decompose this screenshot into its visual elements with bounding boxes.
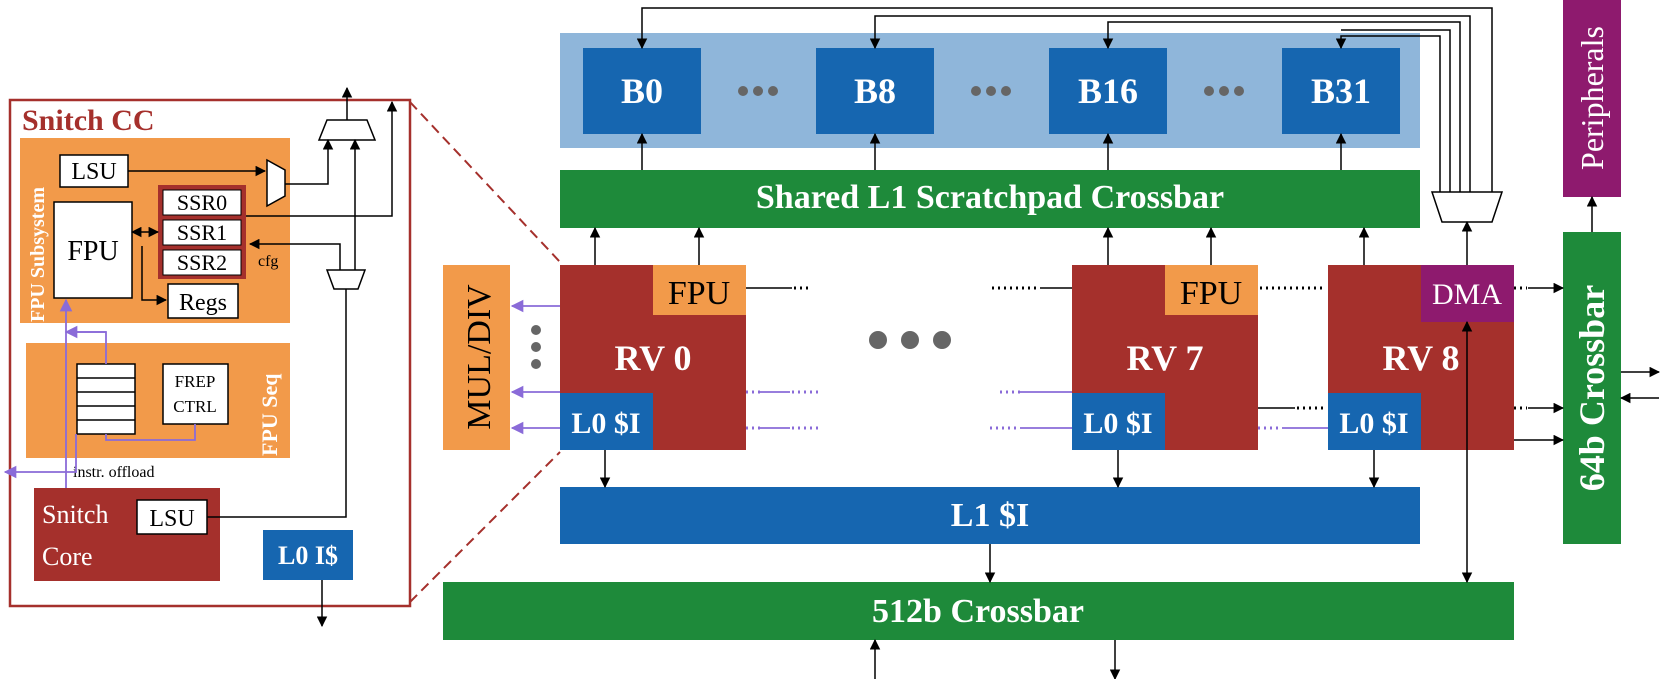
core-rv8-cache [1328,393,1421,450]
bank-b31-label: B31 [1311,71,1371,111]
frep-line2: CTRL [173,397,216,416]
core-lsu-label: LSU [149,506,194,532]
muldiv-links [510,299,1328,435]
muldiv-box [443,265,510,450]
muldiv-label: MUL/DIV [461,284,498,430]
snitch-core-line1: Snitch [42,500,108,529]
ssr2-label: SSR2 [177,250,227,275]
bank-b8 [816,48,934,134]
bank-b16-label: B16 [1078,71,1138,111]
dotted-links [794,286,1527,410]
snitch-cc-title: Snitch CC [22,104,155,137]
core-rv8-dma [1421,265,1514,322]
zoom-line-top [409,101,561,263]
peripherals-label: Peripherals [1574,26,1610,170]
core-rv7-cache-label: L0 $I [1083,407,1152,440]
ssr1-label: SSR1 [177,220,227,245]
cfg-label: cfg [258,253,278,270]
fpu-label: FPU [67,236,118,267]
ssr0-box [162,189,242,216]
core-rv7-fpu-label: FPU [1180,275,1242,312]
cluster-wires [589,7,1661,679]
cluster: B0 B8 B16 B31 Shared L1 Scratchpad Cross… [443,0,1661,679]
snitch-core-line2: Core [42,542,93,571]
regs-label: Regs [179,290,227,316]
instr-fifo [76,363,136,435]
peripherals-box [1563,0,1621,197]
bank-ellipses [738,86,1244,96]
xbar-512 [443,582,1514,640]
l1-icache [560,487,1420,544]
ssr0-label: SSR0 [177,190,227,215]
bank-b16 [1049,48,1167,134]
xbar-512-label: 512b Crossbar [872,593,1084,630]
lsu-mux [266,158,286,208]
l0-icache-box [263,530,353,580]
core-rv0-fpu [653,265,746,315]
l1-icache-label: L1 $I [951,497,1029,534]
muldiv-ellipsis [531,325,541,369]
bank-b31 [1282,48,1400,134]
core-rv7-cache [1072,393,1165,450]
core-rv0-cache-label: L0 $I [571,407,640,440]
snitch-wires [128,86,398,628]
fpu-seq-box [26,343,290,458]
ssr2-box [162,249,242,276]
core-rv0-label: RV 0 [614,338,691,378]
bank-b0-label: B0 [621,71,663,111]
ssr1-box [162,219,242,246]
top-mux [317,119,377,141]
bank-b8-label: B8 [854,71,896,111]
fpu-lsu-label: LSU [71,159,116,185]
xbar-64 [1563,232,1621,544]
fpu-subsystem-label: FPU Subsystem [27,187,49,322]
frep-line1: FREP [175,372,216,391]
l0-icache-label: L0 I$ [278,541,338,570]
core-rv0-cache [560,393,653,450]
core-rv0-fpu-label: FPU [668,275,730,312]
core-lsu-box [136,499,208,535]
bank-b0 [583,48,701,134]
fpu-box [53,201,133,299]
l1-crossbar [560,170,1420,228]
core-rv8-dma-label: DMA [1432,278,1502,311]
regs-box [167,283,239,319]
zoom-line-bottom [409,451,561,603]
core-rv8-cache-label: L0 $I [1339,407,1408,440]
core-rv7-label: RV 7 [1126,338,1203,378]
fpu-seq-label: FPU Seq [257,373,282,456]
core-rv8-label: RV 8 [1382,338,1459,378]
dma-mux [1430,191,1504,223]
xbar-64-label: 64b Crossbar [1572,285,1612,491]
core-rv7-fpu [1165,265,1258,315]
instr-offload-label: instr. offload [73,464,154,481]
snitch-cc-panel: Snitch CC FPU Subsystem LSU FPU SSR0 SSR… [3,86,561,628]
mid-mux [325,269,367,290]
muldiv-dotted [746,390,1282,430]
fpu-lsu-box [59,154,129,188]
offload-wires [3,298,196,488]
core-ellipsis [869,331,951,349]
l1-crossbar-label: Shared L1 Scratchpad Crossbar [756,179,1224,216]
